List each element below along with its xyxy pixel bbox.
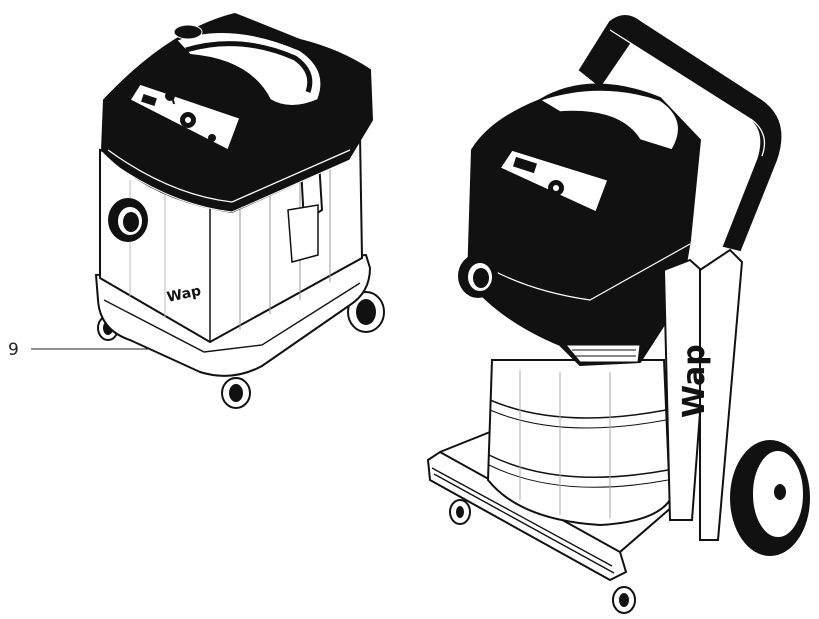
carry-handle xyxy=(174,31,323,107)
brand-logo-right: Wap xyxy=(677,344,712,418)
callout-number: 9 xyxy=(8,340,19,360)
power-switch-icon xyxy=(165,87,175,105)
cart-power-dial-icon xyxy=(548,180,564,196)
rear-wheel xyxy=(730,440,810,556)
compact-vacuum: Wap xyxy=(94,12,385,409)
power-dial-icon xyxy=(180,112,196,128)
caster-back xyxy=(221,377,251,409)
hose-inlet xyxy=(108,198,148,242)
cart-caster-left xyxy=(449,499,471,525)
drum xyxy=(486,359,672,527)
caster-front-right xyxy=(347,291,385,333)
cart-hose-inlet xyxy=(458,254,498,298)
cart-vacuum: Wap xyxy=(426,15,810,614)
brand-logo-left: Wap xyxy=(166,283,203,306)
callout-9: 9 xyxy=(8,340,150,360)
cart-handle xyxy=(578,15,782,252)
cart-caster-front xyxy=(612,586,636,614)
